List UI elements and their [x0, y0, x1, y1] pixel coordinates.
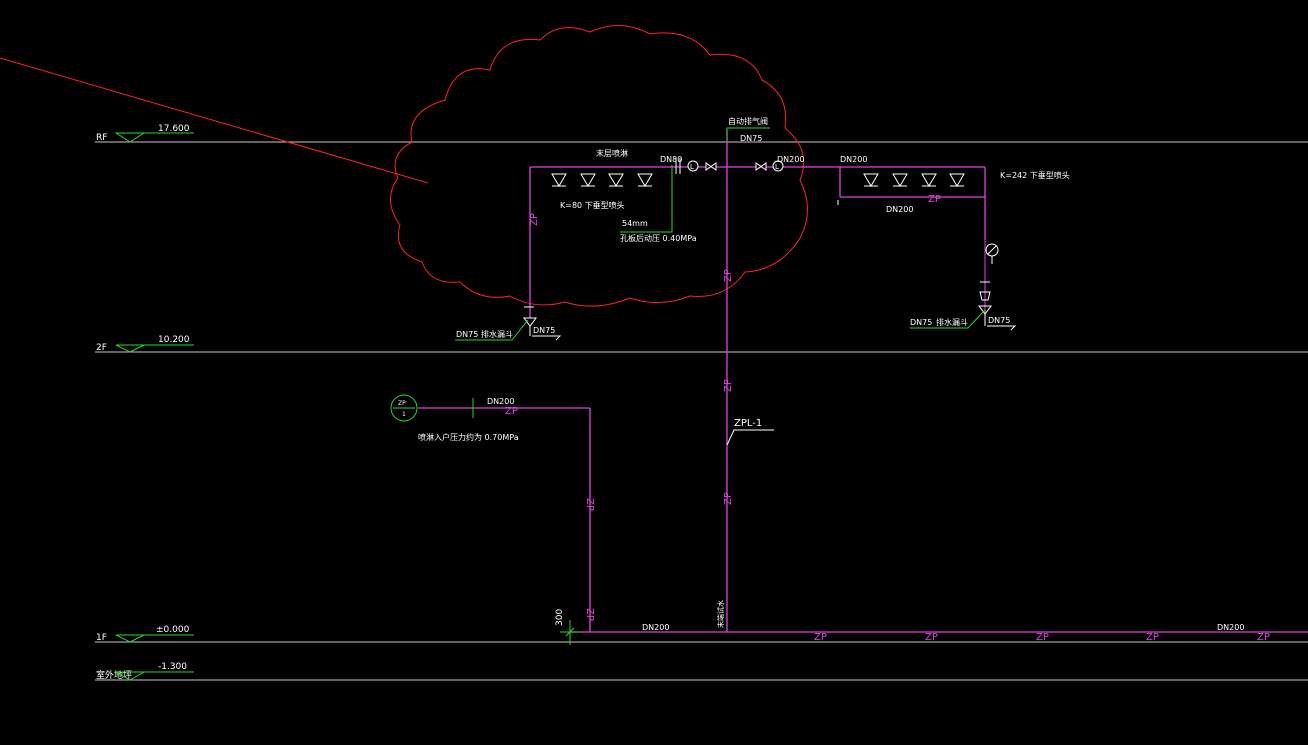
svg-text:ZP: ZP	[723, 492, 734, 505]
revision-leader-line	[0, 57, 429, 184]
svg-text:L: L	[775, 163, 779, 171]
white-leaders	[532, 200, 1017, 446]
level-elev-outdoor: -1.300	[158, 662, 187, 672]
label-riser-test: 末端试水	[716, 600, 725, 628]
inlet-tag-top: ZP	[398, 400, 406, 407]
level-elev-rf: 17.600	[158, 124, 190, 134]
svg-text:ZP: ZP	[1257, 632, 1270, 643]
svg-text:ZP: ZP	[723, 269, 734, 282]
valve-right-icon	[755, 162, 767, 171]
svg-text:DN200: DN200	[642, 623, 669, 632]
green-leaders	[455, 127, 986, 418]
zp-labels: ZP ZP ZP ZP ZP ZP ZP ZP ZP ZP ZP ZP ZP	[505, 194, 1270, 643]
svg-text:L: L	[690, 163, 694, 171]
svg-text:ZP: ZP	[505, 406, 518, 417]
svg-text:DN75: DN75	[740, 134, 762, 143]
svg-text:DN200: DN200	[1217, 623, 1244, 632]
flow-switch-right-icon	[772, 160, 784, 172]
label-nozzle-k242: K=242 下垂型喷头	[1000, 170, 1070, 180]
sprinkler-heads-right	[863, 173, 965, 187]
inlet-tag: ZP 1	[390, 394, 418, 422]
flow-switch-left-icon	[687, 160, 699, 172]
annotations: 末层喷淋 K=80 下垂型喷头 K=242 下垂型喷头 54mm 孔板后动压 0…	[418, 116, 1070, 628]
svg-text:DN200: DN200	[886, 205, 913, 214]
svg-text:ZP: ZP	[529, 213, 540, 226]
dn-labels: DN80 DN200 DN200 DN200 DN200 DN200 DN200…	[456, 134, 1244, 632]
svg-text:DN75: DN75	[533, 326, 555, 335]
svg-text:ZP: ZP	[925, 632, 938, 643]
svg-text:ZP: ZP	[584, 498, 595, 511]
svg-text:ZP: ZP	[814, 632, 827, 643]
label-riser: ZPL-1	[734, 418, 762, 429]
svg-text:DN200: DN200	[487, 397, 514, 406]
valve-left-icon	[705, 162, 717, 171]
level-name-outdoor: 室外地坪	[96, 669, 132, 681]
revision-cloud	[390, 24, 808, 307]
level-elev-1f: ±0.000	[156, 625, 190, 635]
svg-text:ZP: ZP	[584, 608, 595, 621]
level-marker-rf: RF 17.600	[96, 124, 194, 143]
level-marker-2f: 2F 10.200	[96, 335, 194, 353]
label-nozzle-k80: K=80 下垂型喷头	[560, 200, 625, 210]
level-name-2f: 2F	[96, 343, 107, 353]
label-drain-left: 排水漏斗	[481, 329, 513, 339]
sprinkler-heads-left	[551, 166, 653, 187]
svg-text:ZP: ZP	[1036, 632, 1049, 643]
dimension-300: 300	[555, 609, 580, 645]
label-nozzle-pressure: 孔板后动压 0.40MPa	[620, 233, 697, 243]
pressure-gauge-icon	[979, 240, 999, 320]
floor-lines	[95, 141, 1308, 681]
level-name-1f: 1F	[96, 633, 107, 643]
dimension-300-text: 300	[555, 609, 565, 626]
svg-text:DN75: DN75	[456, 330, 478, 339]
svg-text:DN75: DN75	[910, 318, 932, 327]
svg-text:ZP: ZP	[723, 379, 734, 392]
svg-text:DN200: DN200	[840, 155, 867, 164]
svg-text:ZP: ZP	[1146, 632, 1159, 643]
label-drain-right: 排水漏斗	[936, 317, 968, 327]
drain-funnel-right-icon	[978, 305, 992, 326]
pipe-network	[418, 130, 1308, 633]
svg-text:DN80: DN80	[660, 155, 682, 164]
label-top-section: 末层喷淋	[596, 148, 628, 158]
svg-text:DN200: DN200	[777, 155, 804, 164]
svg-text:DN75: DN75	[988, 316, 1010, 325]
level-marker-outdoor: 室外地坪 -1.300	[96, 662, 194, 681]
level-elev-2f: 10.200	[158, 335, 190, 345]
level-marker-1f: 1F ±0.000	[96, 625, 194, 643]
inlet-tag-bottom: 1	[402, 411, 406, 418]
level-name-rf: RF	[96, 133, 107, 143]
svg-text:ZP: ZP	[928, 194, 941, 205]
label-inlet-pressure: 喷淋入户压力约为 0.70MPa	[418, 432, 519, 442]
label-air-valve: 自动排气阀	[728, 116, 768, 126]
header-fittings: L L	[675, 158, 784, 174]
label-orifice: 54mm	[622, 219, 648, 228]
